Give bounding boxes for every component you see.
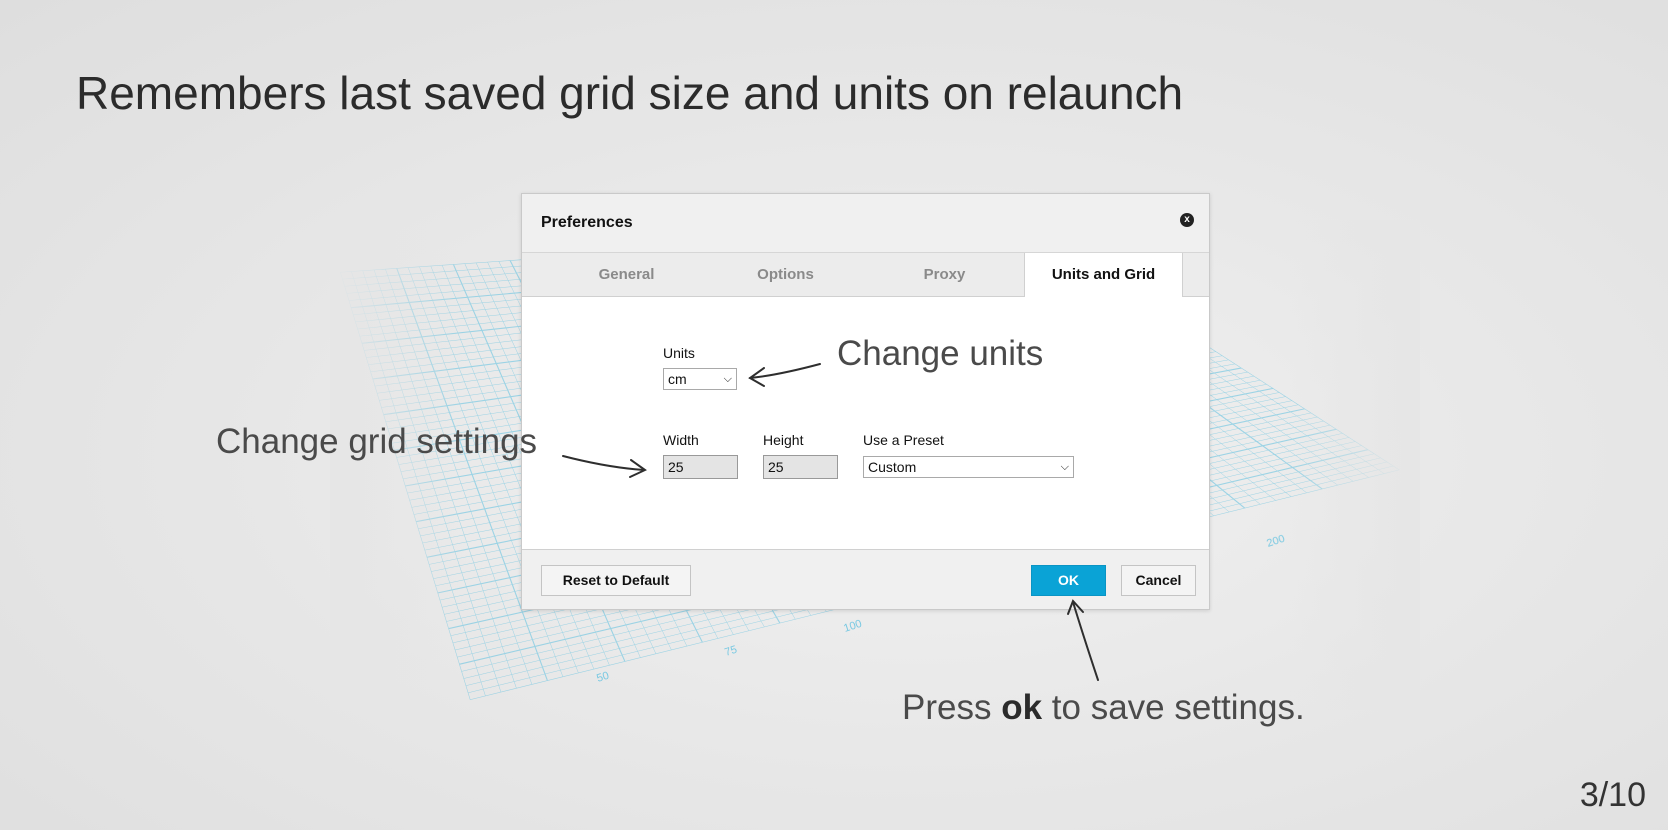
tab-general[interactable]: General xyxy=(598,266,655,283)
cancel-button[interactable]: Cancel xyxy=(1121,565,1196,596)
units-select[interactable]: cm ⌵ xyxy=(663,368,737,390)
width-label: Width xyxy=(663,432,699,448)
tab-bar: General Options Proxy Units and Grid xyxy=(522,253,1209,297)
annotation-change-grid: Change grid settings xyxy=(216,422,538,461)
tab-options[interactable]: Options xyxy=(757,266,814,283)
tab-proxy[interactable]: Proxy xyxy=(923,266,966,283)
preset-select-value: Custom xyxy=(868,459,917,475)
preset-select[interactable]: Custom ⌵ xyxy=(863,456,1074,478)
slide-number: 3/10 xyxy=(1579,776,1646,814)
grid-tick-label: 200 xyxy=(1265,533,1286,550)
dialog-footer: Reset to Default OK Cancel xyxy=(522,549,1209,609)
preferences-dialog: Preferences x General Options Proxy Unit… xyxy=(521,193,1210,610)
reset-to-default-button[interactable]: Reset to Default xyxy=(541,565,691,596)
dialog-title: Preferences xyxy=(541,214,633,231)
units-label: Units xyxy=(663,345,695,361)
annotation-press-prefix: Press xyxy=(902,688,1002,727)
ok-button[interactable]: OK xyxy=(1031,565,1106,596)
close-icon[interactable]: x xyxy=(1180,213,1194,227)
width-input[interactable]: 25 xyxy=(663,455,738,479)
dialog-header: Preferences x xyxy=(522,194,1209,253)
dialog-body: Units cm ⌵ Width 25 Height 25 Use a Pres… xyxy=(522,297,1209,551)
annotation-press-bold: ok xyxy=(1001,688,1043,727)
units-select-value: cm xyxy=(668,371,687,387)
height-input[interactable]: 25 xyxy=(763,455,838,479)
annotation-press-suffix: to save settings. xyxy=(1042,688,1305,727)
chevron-down-icon: ⌵ xyxy=(1060,461,1069,473)
height-label: Height xyxy=(763,432,804,448)
tab-units-and-grid[interactable]: Units and Grid xyxy=(1024,253,1183,297)
annotation-change-units: Change units xyxy=(837,334,1044,373)
grid-tick-label: 75 xyxy=(723,644,738,659)
grid-tick-label: 50 xyxy=(595,670,610,685)
slide-title: Remembers last saved grid size and units… xyxy=(76,67,1184,119)
preset-label: Use a Preset xyxy=(863,432,944,448)
chevron-down-icon: ⌵ xyxy=(723,373,732,385)
grid-tick-label: 100 xyxy=(842,618,863,635)
annotation-press-ok: Press ok to save settings. xyxy=(902,688,1305,728)
